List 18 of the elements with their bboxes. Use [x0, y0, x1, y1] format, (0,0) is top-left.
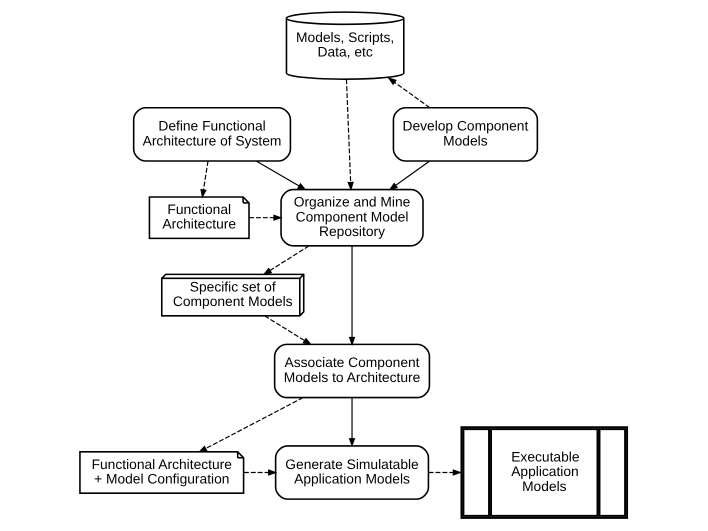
arrow — [200, 161, 209, 199]
arrow — [262, 245, 310, 276]
arrow — [244, 469, 278, 476]
node-box: Develop Component Models — [392, 106, 538, 162]
arrow — [388, 160, 430, 190]
node-box: Generate Simulatable Application Models — [274, 445, 430, 500]
arrow — [428, 469, 462, 476]
node-box: Define Functional Architecture of System — [132, 106, 292, 162]
arrow — [198, 397, 304, 453]
node-box: Organize and Mine Component Model Repository — [280, 188, 424, 247]
arrow — [346, 79, 354, 192]
node-box: Associate Component Models to Architecture — [274, 344, 430, 398]
arrow — [348, 246, 356, 346]
arrow — [249, 214, 283, 221]
arrow — [348, 398, 356, 448]
arrow — [264, 315, 312, 346]
arrow — [387, 77, 430, 108]
arrow — [256, 160, 307, 190]
